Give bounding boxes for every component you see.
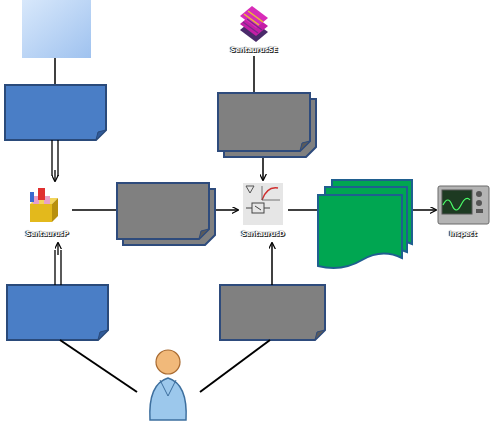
arrow	[271, 243, 273, 285]
wire	[60, 250, 61, 285]
user-figure	[150, 350, 186, 420]
sentaurus-se-icon	[240, 6, 268, 42]
inspect-icon	[438, 186, 489, 224]
sentaurus-d-icon	[243, 183, 283, 225]
tool-node: SentaurusSE	[230, 0, 278, 56]
output-document-stack	[318, 180, 412, 268]
arrow	[57, 243, 58, 255]
wire	[57, 140, 58, 176]
input-document	[7, 285, 108, 340]
wire	[51, 140, 52, 176]
wire	[60, 340, 137, 392]
input-document	[5, 85, 106, 140]
wire	[54, 250, 55, 285]
wire	[200, 340, 270, 392]
data-document-stack	[218, 93, 316, 157]
data-document	[220, 285, 325, 340]
arrow	[54, 170, 55, 181]
sentaurus-p-icon	[30, 188, 58, 222]
tool-node: SentaurusP	[22, 180, 72, 240]
tool-node: SentaurusD	[238, 180, 288, 240]
input-panel	[22, 0, 91, 58]
data-document-stack	[117, 183, 215, 245]
tool-label: Inspect	[430, 230, 491, 239]
wire	[54, 58, 56, 85]
tool-node: Inspect	[436, 180, 490, 240]
tool-label: SentaurusSE	[224, 46, 284, 55]
tool-label: SentaurusD	[232, 230, 294, 239]
tool-label: SentaurusP	[16, 230, 78, 239]
